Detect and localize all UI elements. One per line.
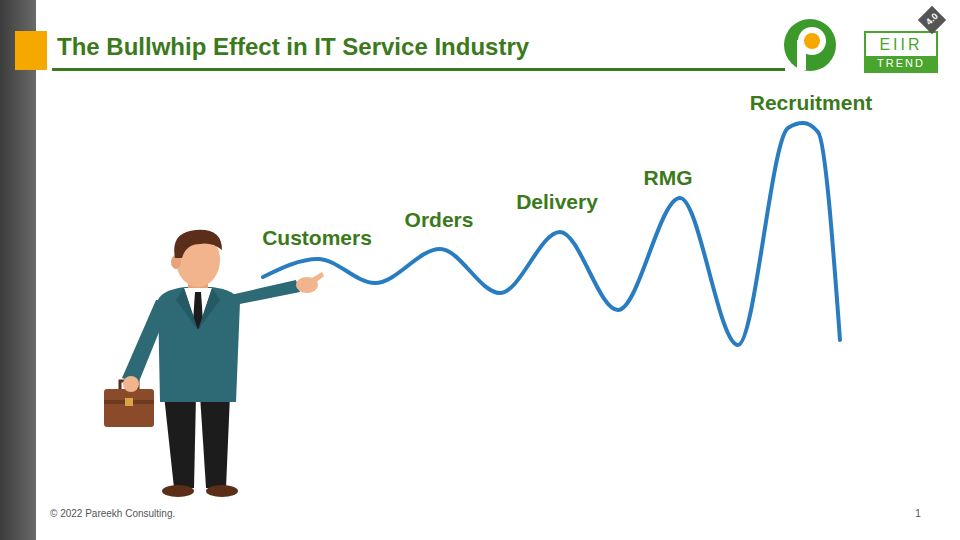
page-number: 1 (915, 508, 921, 520)
title: The Bullwhip Effect in IT Service Indust… (57, 33, 529, 61)
stage-label: Orders (405, 208, 474, 232)
trend-logo (865, 6, 946, 72)
stage-label: Delivery (516, 190, 598, 214)
stage-label: RMG (644, 166, 693, 190)
bullwhip-wave (263, 123, 840, 345)
stage-label: Customers (262, 226, 372, 250)
stage-label: Recruitment (750, 91, 873, 115)
side-bar (0, 0, 36, 540)
company-logo (784, 19, 836, 71)
logo-text: EIIR (879, 36, 922, 54)
logo-text: TREND (877, 57, 925, 70)
businessman-figure (104, 230, 324, 497)
title-marker (15, 31, 47, 70)
title-underline (52, 68, 785, 71)
copyright-note: © 2022 Pareekh Consulting. (50, 508, 175, 520)
